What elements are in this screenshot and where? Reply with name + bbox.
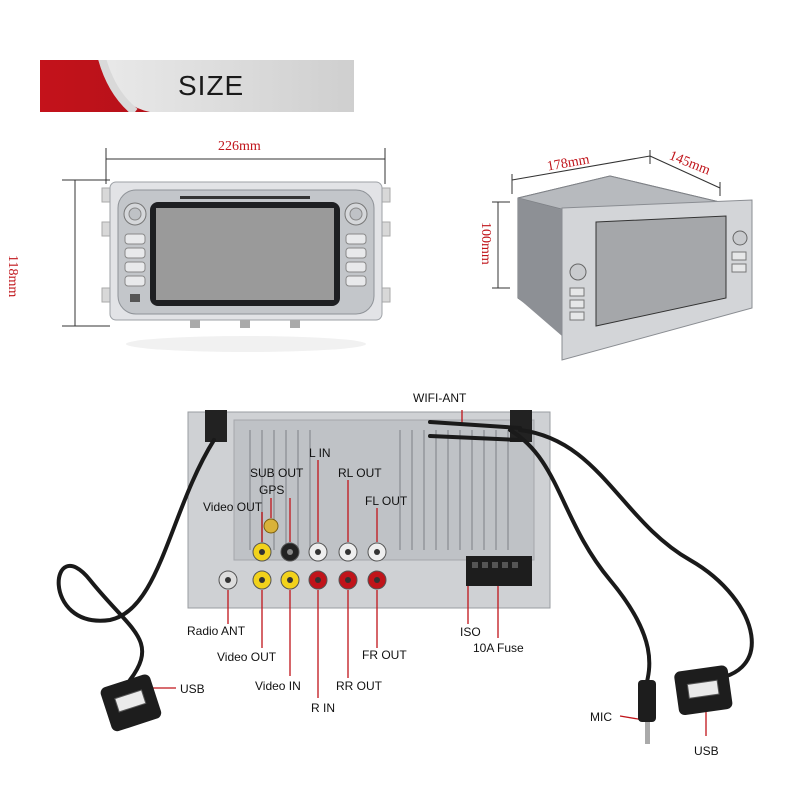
mic-label: MIC bbox=[590, 710, 612, 724]
video-out-top-label: Video OUT bbox=[203, 500, 263, 514]
usb-right-label: USB bbox=[694, 744, 719, 758]
side-view-diagram bbox=[492, 150, 753, 361]
front-height-label: 118mm bbox=[5, 255, 20, 298]
front-width-label: 226mm bbox=[218, 139, 261, 154]
video-out-bottom-label: Video OUT bbox=[217, 650, 277, 664]
l-in-label: L IN bbox=[309, 446, 331, 460]
fuse-label: 10A Fuse bbox=[473, 641, 524, 655]
usb-left-label: USB bbox=[180, 682, 205, 696]
iso-label: ISO bbox=[460, 625, 481, 639]
radio-ant-label: Radio ANT bbox=[187, 624, 246, 638]
front-view-diagram bbox=[62, 148, 391, 352]
size-banner bbox=[40, 60, 354, 112]
rear-panel-diagram bbox=[56, 410, 754, 744]
side-height-label: 100mm bbox=[478, 222, 493, 265]
gps-label: GPS bbox=[259, 483, 285, 497]
rl-out-label: RL OUT bbox=[338, 466, 382, 480]
rr-out-label: RR OUT bbox=[336, 679, 382, 693]
r-in-label: R IN bbox=[311, 701, 335, 715]
wifi-ant-label: WIFI-ANT bbox=[413, 391, 467, 405]
fl-out-label: FL OUT bbox=[365, 494, 408, 508]
fr-out-label: FR OUT bbox=[362, 648, 407, 662]
page-title: SIZE bbox=[178, 70, 245, 101]
sub-out-label: SUB OUT bbox=[250, 466, 304, 480]
video-in-label: Video IN bbox=[255, 679, 301, 693]
